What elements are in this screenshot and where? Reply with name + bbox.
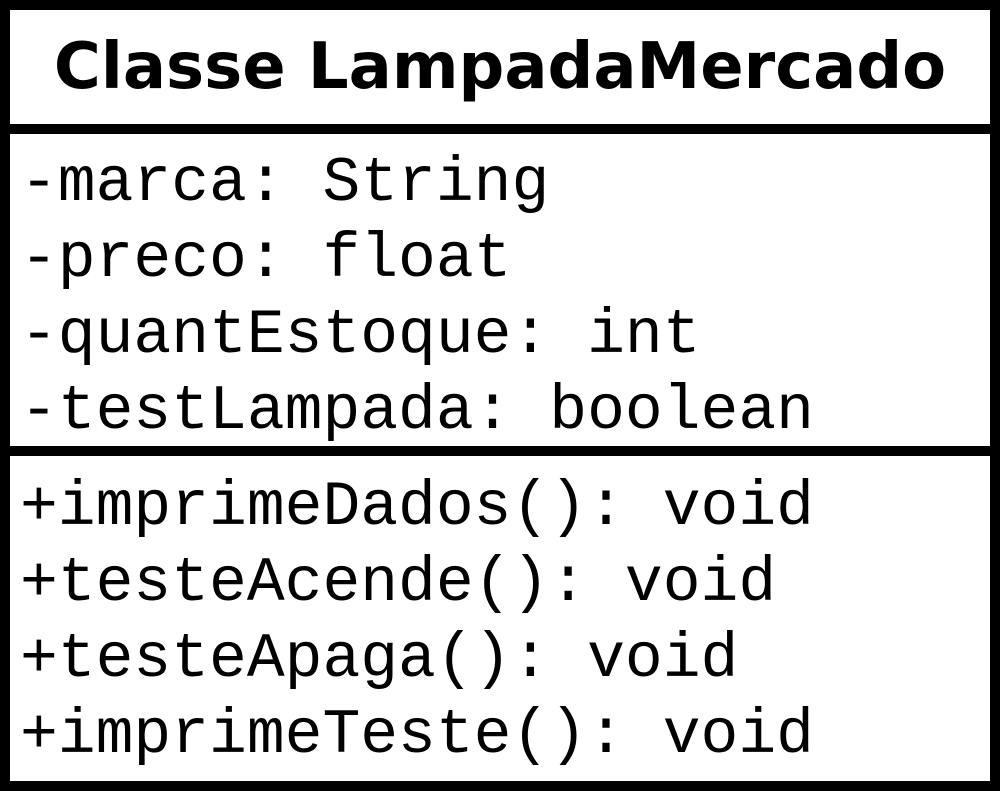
attribute-marca: -marca: String xyxy=(20,148,550,219)
method-imprime-dados: +imprimeDados(): void xyxy=(20,472,814,543)
method-teste-apaga: +testeApaga(): void xyxy=(20,624,739,695)
attributes-compartment: -marca: String -preco: float -quantEstoq… xyxy=(10,134,990,456)
methods-compartment: +imprimeDados(): void +testeAcende(): vo… xyxy=(10,456,990,781)
class-name: Classe LampadaMercado xyxy=(53,30,947,104)
class-name-compartment: Classe LampadaMercado xyxy=(10,10,990,134)
attribute-quant-estoque: -quantEstoque: int xyxy=(20,300,701,371)
method-teste-acende: +testeAcende(): void xyxy=(20,548,777,619)
attribute-preco: -preco: float xyxy=(20,224,512,295)
method-imprime-teste: +imprimeTeste(): void xyxy=(20,700,814,771)
attribute-test-lampada: -testLampada: boolean xyxy=(20,376,814,447)
